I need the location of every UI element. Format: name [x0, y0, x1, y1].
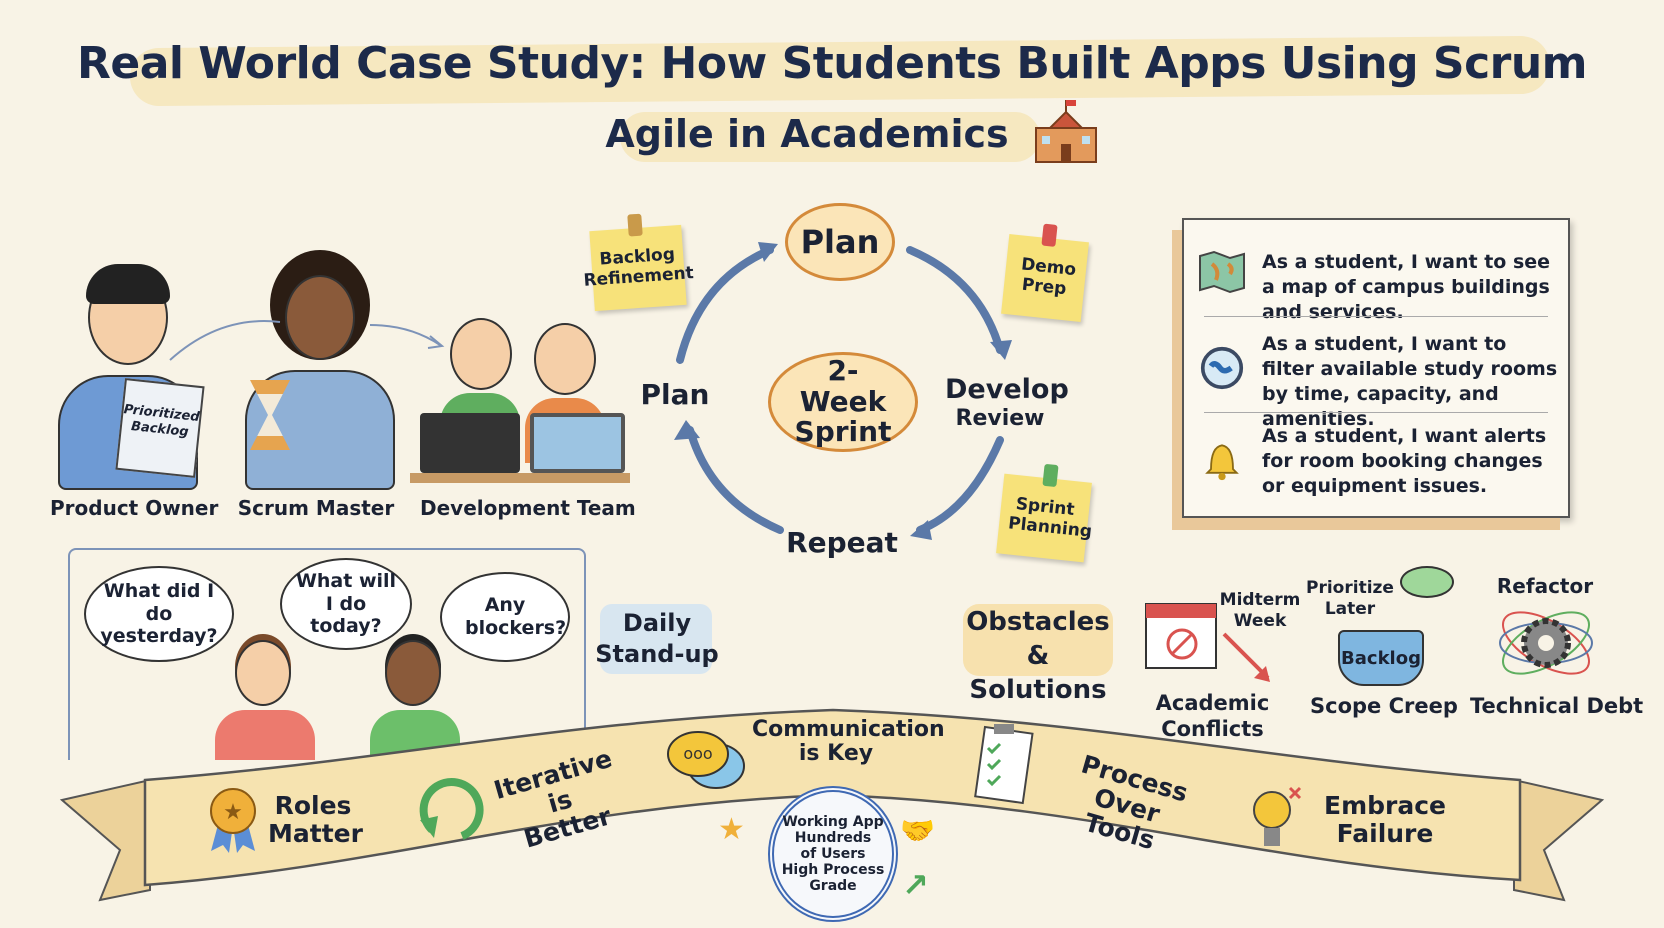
- cycle-plan-top: Plan: [785, 203, 895, 281]
- obstacles-highlight: [963, 604, 1113, 676]
- page-title: Real World Case Study: How Students Buil…: [76, 38, 1588, 89]
- obstacle-note-midterm: Midterm Week: [1219, 590, 1301, 632]
- cycle-review: Review: [955, 406, 1045, 431]
- svg-text:ooo: ooo: [683, 744, 712, 763]
- obstacles-heading: Obstacles & Solutions: [966, 607, 1110, 705]
- divider: [1204, 412, 1548, 413]
- cycle-arrow-icon: [419, 778, 484, 840]
- development-team-figure: [410, 318, 630, 490]
- gear-icon: [1499, 611, 1593, 675]
- map-icon: [1199, 250, 1245, 294]
- star-icon: ★: [718, 812, 745, 847]
- cycle-plan-left: Plan: [640, 378, 710, 411]
- sticky-sprint-planning: Sprint Planning: [996, 463, 1093, 563]
- lesson-communication: Communication is Key: [752, 717, 945, 767]
- checklist-icon: [974, 724, 1034, 805]
- cycle-develop: Develop: [945, 374, 1069, 405]
- speech-bubble: Any blockers?: [440, 572, 570, 662]
- user-story: As a student, I want to filter available…: [1262, 333, 1558, 430]
- cycle-center-sprint: 2-Week Sprint: [768, 352, 918, 452]
- role-label-development-team: Development Team: [420, 496, 636, 520]
- user-story: As a student, I want to see a map of cam…: [1262, 251, 1551, 323]
- standup-label: Daily Stand-up: [595, 609, 719, 669]
- cycle-repeat: Repeat: [786, 526, 898, 559]
- obstacle-academic-conflicts: Academic Conflicts: [1155, 691, 1270, 742]
- laptop-icon: [420, 413, 520, 473]
- role-label-scrum-master: Scrum Master: [237, 496, 395, 520]
- sticky-demo-prep: Demo Prep: [1001, 223, 1089, 322]
- obstacle-technical-debt: Technical Debt: [1470, 694, 1644, 718]
- lightbulb-icon: [1253, 786, 1302, 846]
- laptop-icon: [530, 413, 625, 473]
- outcome-badge: Working App Hundreds of Users High Proce…: [768, 786, 898, 922]
- handoff-arrows: [169, 320, 445, 361]
- pin-icon: [627, 213, 643, 237]
- chat-bubbles-icon: ooo: [667, 731, 745, 789]
- clipboard: Prioritized Backlog: [115, 378, 205, 478]
- speech-bubble: What did I do yesterday?: [84, 566, 234, 662]
- subtitle-highlight: [620, 112, 1040, 162]
- pin-icon: [1042, 463, 1059, 488]
- obstacle-scope-creep: Scope Creep: [1310, 694, 1458, 718]
- handshake-icon: 🤝: [900, 814, 935, 847]
- school-building-icon: [1035, 100, 1097, 163]
- divider: [1204, 316, 1548, 317]
- speech-bubble-icon: [1400, 566, 1454, 598]
- svg-text:★: ★: [223, 800, 243, 825]
- calendar-icon: [1145, 603, 1270, 682]
- obstacle-note-refactor: Refactor: [1496, 574, 1594, 598]
- pin-icon: [1041, 223, 1058, 247]
- standup-panel: [68, 548, 586, 760]
- lesson-embrace-failure: Embrace Failure: [1324, 791, 1446, 848]
- backlog-bucket-icon: Backlog: [1338, 630, 1424, 686]
- obstacle-note-prioritize: Prioritize Later: [1306, 578, 1394, 620]
- award-ribbon-icon: ★: [210, 788, 256, 853]
- user-story: As a student, I want alerts for room boo…: [1262, 425, 1547, 497]
- sticky-backlog-refinement: Backlog Refinement: [583, 213, 694, 312]
- scrum-master-figure: [230, 250, 410, 490]
- page-subtitle: Agile in Academics: [605, 112, 1009, 156]
- bell-icon: [1205, 444, 1239, 481]
- product-owner-figure: Prioritized Backlog: [58, 264, 208, 490]
- sprint-cycle-arrows: [674, 242, 1012, 540]
- filter-icon: [1200, 346, 1244, 390]
- trend-arrow-icon: ↗: [902, 866, 929, 904]
- standup-students-figure: [215, 640, 465, 760]
- role-label-product-owner: Product Owner: [50, 496, 219, 520]
- speech-bubble: What will I do today?: [280, 558, 412, 650]
- lesson-roles-matter: Roles Matter: [268, 791, 363, 848]
- user-stories-card: As a student, I want to see a map of cam…: [1182, 218, 1570, 518]
- lessons-banner: [59, 708, 1605, 902]
- standup-label-highlight: [600, 604, 712, 674]
